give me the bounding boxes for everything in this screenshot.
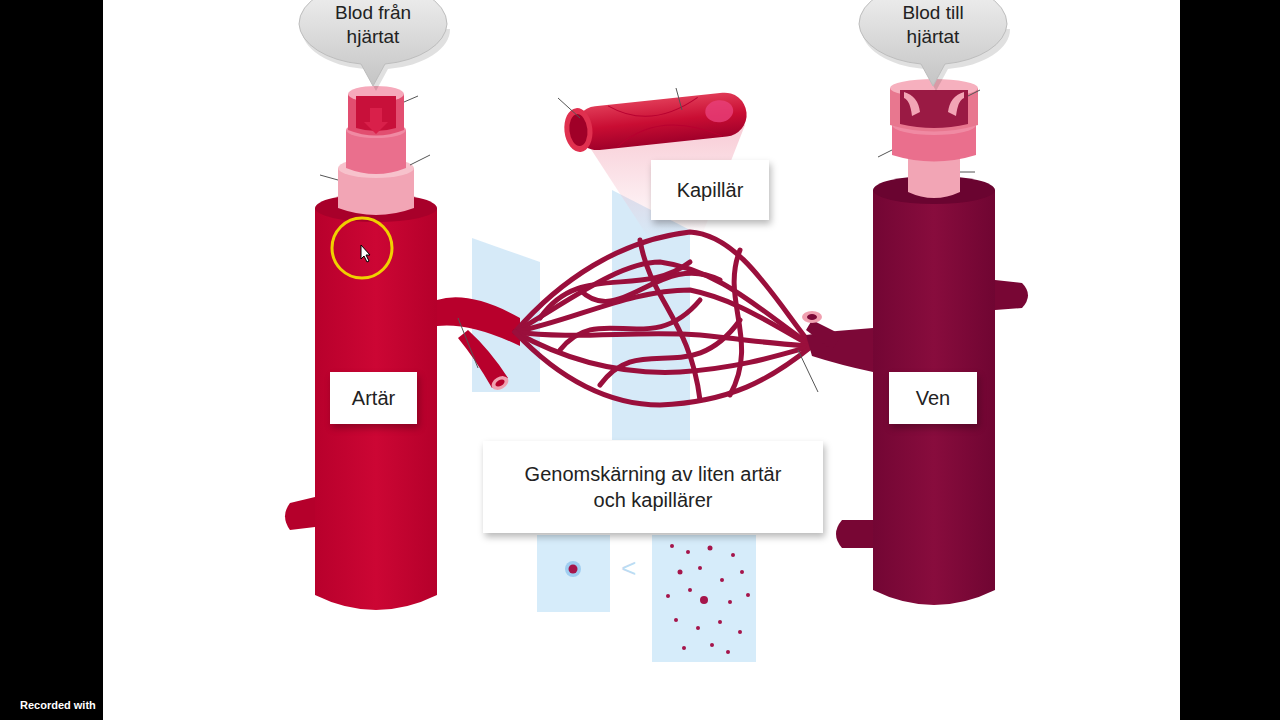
bubble-text: Blod till hjärtat bbox=[875, 1, 991, 49]
capillary-tube bbox=[562, 91, 749, 154]
label-box: Ven bbox=[889, 372, 977, 424]
mouse-cursor bbox=[361, 245, 370, 262]
capillary-dots bbox=[666, 544, 750, 654]
box-text: Genomskärning av liten artär och kapillä… bbox=[518, 461, 788, 513]
bubble-text: Blod från hjärtat bbox=[315, 1, 431, 49]
label-box: Artär bbox=[330, 372, 417, 424]
label-box: Kapillär bbox=[651, 160, 769, 220]
box-text: Kapillär bbox=[677, 177, 744, 203]
box-text: Ven bbox=[916, 385, 950, 411]
comparison-sign: < bbox=[621, 553, 636, 584]
artery-body bbox=[315, 86, 478, 610]
watermark: Recorded with bbox=[20, 699, 96, 711]
cross-section-panel bbox=[652, 535, 756, 662]
capillary-network bbox=[515, 232, 812, 405]
box-text: Artär bbox=[352, 385, 395, 411]
cross-section-panel bbox=[537, 535, 610, 612]
caption-box: Genomskärning av liten artär och kapillä… bbox=[483, 441, 823, 533]
speech-bubble: Blod till hjärtat bbox=[858, 0, 1008, 88]
speech-bubble: Blod från hjärtat bbox=[298, 0, 448, 88]
cursor-highlight bbox=[332, 218, 392, 278]
vein-body bbox=[798, 79, 995, 605]
